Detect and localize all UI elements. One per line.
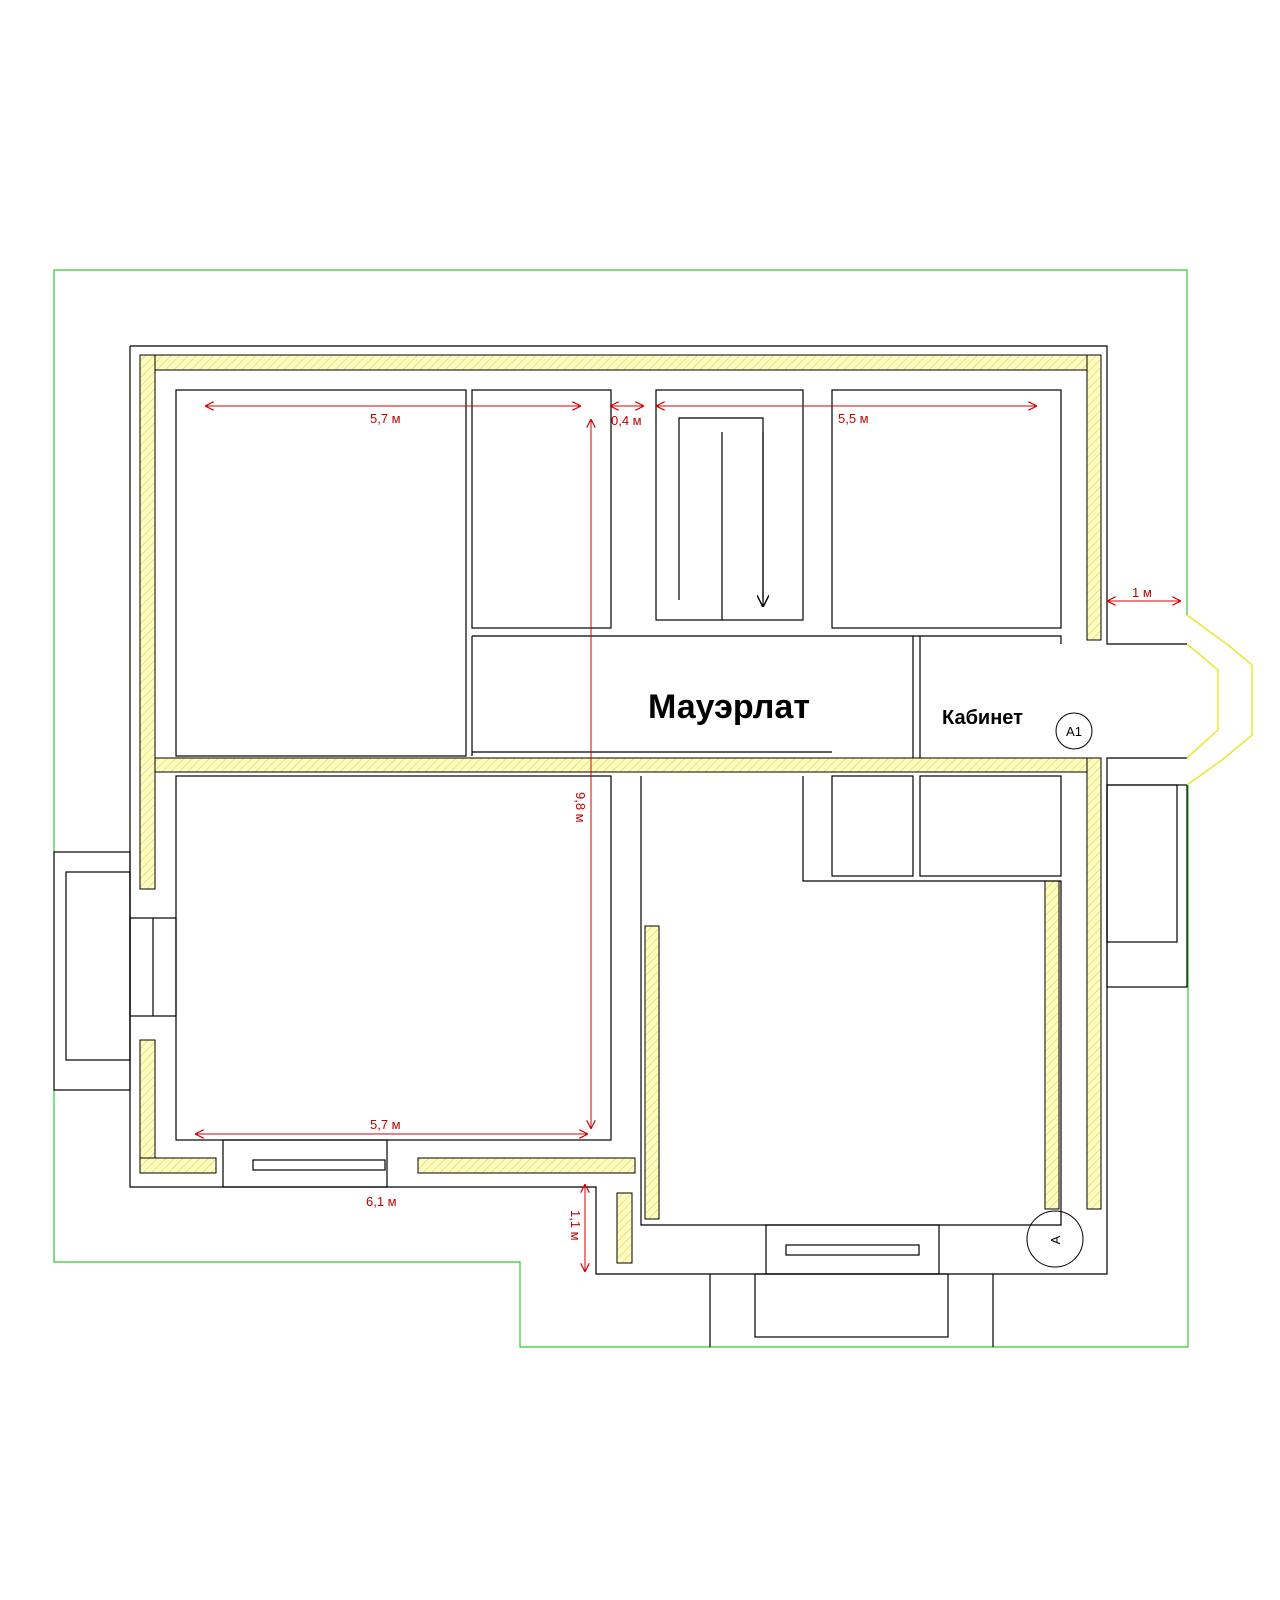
dim-bottom-outer: 6,1 м — [366, 1194, 397, 1209]
dim-step: 1,1 м — [568, 1210, 583, 1241]
dim-depth: 9,8 м — [573, 792, 588, 823]
room-label-cabinet: Кабинет — [942, 707, 1023, 729]
dim-top-right: 5,5 м — [838, 411, 869, 426]
plan-title: Мауэрлат — [648, 688, 810, 726]
stair-outline — [678, 417, 764, 600]
room-bottom-left — [175, 775, 612, 1141]
outer-wall-right-lower — [129, 346, 1187, 1275]
room-stair — [655, 389, 804, 621]
corridor — [472, 635, 1062, 644]
mauerlat-left — [139, 354, 156, 890]
bottom-window-left — [222, 1139, 388, 1188]
section-marker-a-circle — [1026, 1210, 1084, 1268]
dim-gap: 0,4 м — [611, 413, 642, 428]
bay-window — [1186, 614, 1253, 786]
right-projection-inner — [1106, 784, 1178, 943]
bottom-window-left-pane — [252, 1159, 386, 1171]
section-marker-a1: A1 — [1066, 724, 1082, 739]
mauerlat-right-top — [1086, 354, 1102, 641]
room-top-middle — [471, 389, 612, 629]
mauerlat-top — [139, 354, 1093, 371]
bottom-window-right-pane — [785, 1244, 920, 1256]
mauerlat-inner-vertical — [644, 925, 660, 1220]
bottom-projection-inner — [754, 1273, 949, 1338]
mauerlat-step — [616, 1192, 633, 1264]
mauerlat-right-inner — [1044, 880, 1060, 1210]
service-room-1 — [831, 775, 914, 877]
service-room-2 — [919, 775, 1062, 877]
outer-wall — [130, 345, 1187, 645]
mauerlat-bottom-mid — [417, 1157, 636, 1174]
mauerlat-middle — [154, 757, 1088, 773]
room-top-left — [175, 389, 467, 757]
room-top-right — [831, 389, 1062, 629]
dim-bottom-inner: 5,7 м — [370, 1117, 401, 1132]
right-projection — [1106, 784, 1188, 988]
bottom-window-right — [765, 1224, 940, 1275]
section-marker-a1-circle — [1055, 712, 1093, 750]
dim-right-offset: 1 м — [1132, 585, 1152, 600]
mauerlat-bottom-left — [139, 1157, 217, 1174]
mauerlat-right-bottom — [1086, 757, 1102, 1210]
site-boundary — [53, 269, 1188, 852]
left-projection-inner — [65, 871, 131, 1061]
bay-window-inner — [1186, 643, 1219, 759]
room-bottom-right — [640, 776, 1062, 1226]
site-boundary-bottom — [53, 785, 1189, 1348]
dim-top-left: 5,7 м — [370, 411, 401, 426]
mauerlat-left-lower — [139, 1039, 156, 1174]
section-marker-a: A — [1048, 1235, 1063, 1244]
